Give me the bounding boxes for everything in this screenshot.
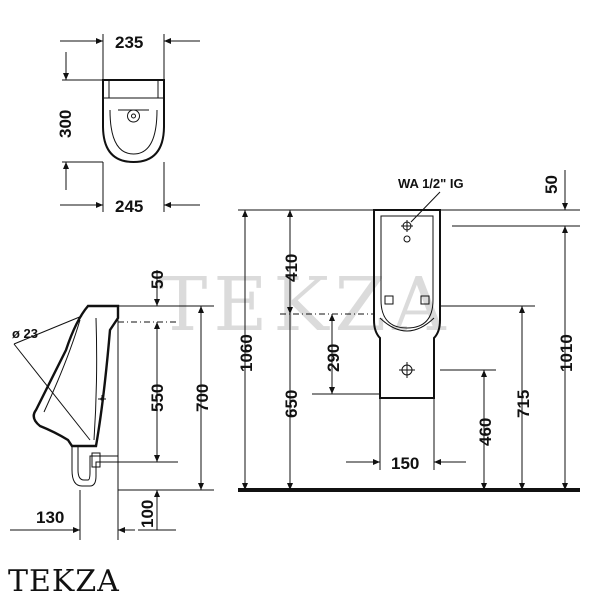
arrow-icon bbox=[481, 370, 487, 377]
arrow-icon bbox=[287, 210, 293, 217]
dim-top-height: 700 bbox=[193, 384, 212, 412]
dim-rim-height: 715 bbox=[514, 390, 533, 418]
arrow-icon bbox=[287, 483, 293, 490]
watermark: TEKZA bbox=[158, 262, 452, 348]
dim-projection: 130 bbox=[36, 508, 64, 527]
arrow-icon bbox=[287, 307, 293, 314]
dim-width-bottom: 245 bbox=[115, 197, 143, 216]
connection-note: WA 1/2" IG bbox=[398, 176, 464, 191]
arrow-icon bbox=[329, 314, 335, 321]
arrow-icon bbox=[519, 306, 525, 313]
arrow-icon bbox=[63, 162, 69, 169]
top-view: 235 300 245 bbox=[56, 33, 200, 216]
arrow-icon bbox=[562, 203, 568, 210]
arrow-icon bbox=[242, 210, 248, 217]
top-view-drain-icon bbox=[127, 109, 140, 123]
arrow-icon bbox=[164, 38, 171, 44]
arrow-icon bbox=[164, 202, 171, 208]
top-view-outline bbox=[102, 79, 165, 164]
front-view-rim bbox=[379, 317, 435, 332]
arrow-icon bbox=[373, 459, 380, 465]
arrow-icon bbox=[198, 306, 204, 313]
arrow-icon bbox=[154, 299, 160, 306]
side-view-back-line bbox=[93, 317, 98, 441]
arrow-icon bbox=[481, 483, 487, 490]
arrow-icon bbox=[242, 483, 248, 490]
arrow-icon bbox=[198, 483, 204, 490]
side-view-inner-line bbox=[43, 319, 81, 413]
top-view-drain-center-icon bbox=[131, 113, 136, 119]
outlet-crosshair-icon bbox=[399, 362, 415, 378]
fixing-point-left bbox=[384, 295, 394, 305]
dim-offset-top: 50 bbox=[148, 270, 167, 289]
dim-outlet-height-front: 460 bbox=[476, 418, 495, 446]
diameter-leader-b bbox=[13, 315, 83, 345]
dim-overall-height: 1060 bbox=[237, 334, 256, 372]
crosshair-icon bbox=[98, 395, 106, 403]
arrow-icon bbox=[562, 226, 568, 233]
arrow-icon bbox=[96, 202, 103, 208]
arrow-icon bbox=[329, 387, 335, 394]
siphon-nut bbox=[91, 452, 101, 468]
dim-outlet-height: 550 bbox=[148, 384, 167, 412]
top-view-rim bbox=[103, 80, 164, 99]
connection-leader bbox=[410, 191, 441, 223]
arrow-icon bbox=[434, 459, 441, 465]
arrow-icon bbox=[154, 490, 160, 497]
dim-inlet-offset: 50 bbox=[542, 175, 561, 194]
diameter-label: ø 23 bbox=[12, 326, 38, 341]
front-view-bowl bbox=[380, 215, 434, 329]
dim-bowl-height: 290 bbox=[324, 344, 343, 372]
arrow-icon bbox=[154, 455, 160, 462]
dim-outlet-spacing: 150 bbox=[391, 454, 419, 473]
front-view: WA 1/2" IG 1060 410 650 290 bbox=[237, 170, 580, 492]
inlet-secondary-icon bbox=[403, 235, 411, 243]
side-view-body bbox=[32, 304, 120, 448]
arrow-icon bbox=[562, 483, 568, 490]
dim-inlet-height: 1010 bbox=[557, 334, 576, 372]
arrow-icon bbox=[73, 527, 80, 533]
side-view: ø 23 50 550 700 100 130 bbox=[10, 270, 214, 540]
inlet-crosshair-icon bbox=[401, 220, 413, 232]
arrow-icon bbox=[118, 527, 125, 533]
dim-bottom-height: 100 bbox=[138, 500, 157, 528]
arrow-icon bbox=[96, 38, 103, 44]
fixing-point-right bbox=[420, 295, 430, 305]
top-view-bowl bbox=[109, 109, 158, 155]
arrow-icon bbox=[63, 73, 69, 80]
dim-width-top: 235 bbox=[115, 33, 143, 52]
siphon-trap bbox=[71, 446, 118, 487]
dim-lower-height: 650 bbox=[282, 390, 301, 418]
brand-caption: TEKZA bbox=[8, 564, 120, 599]
diameter-leader-a bbox=[13, 343, 91, 441]
dim-upper-height: 410 bbox=[282, 254, 301, 282]
arrow-icon bbox=[519, 483, 525, 490]
dim-depth: 300 bbox=[56, 110, 75, 138]
